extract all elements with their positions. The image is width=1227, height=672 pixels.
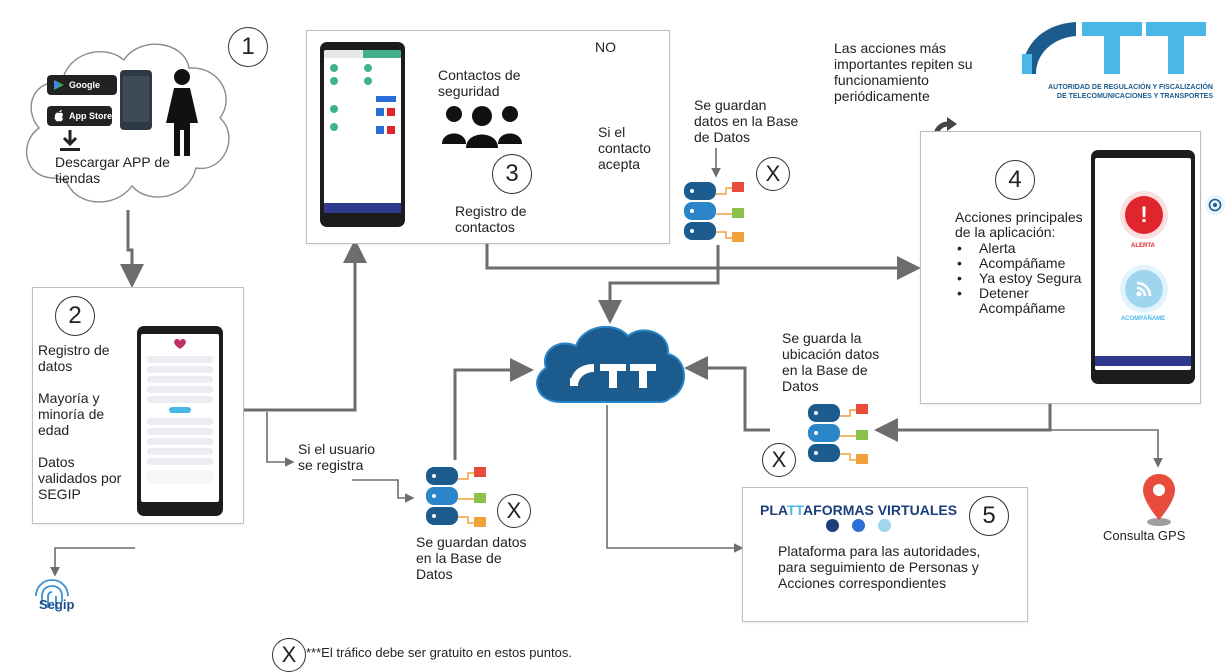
actions-phone-mockup: ! ALERTA ACOMPÁÑAME — [1091, 150, 1195, 384]
registration-phone-mockup — [137, 326, 223, 516]
step-4-title: Acciones principales de la aplicación: — [955, 209, 1083, 240]
step-5-number: 5 — [969, 496, 1009, 536]
database-icon-bottom — [426, 467, 486, 527]
contact-accepts-text: Si el contacto acepta — [598, 124, 651, 172]
platforms-title-mid: TT — [786, 502, 804, 518]
alert-exclamation-icon: ! — [1140, 202, 1148, 227]
att-cloud — [536, 326, 685, 403]
apple-icon — [54, 110, 63, 122]
free-traffic-mark-location: X — [762, 443, 796, 477]
repeat-note: Las acciones más importantes repiten su … — [834, 40, 973, 104]
contacts-register-text: Registro de contactos — [455, 203, 527, 235]
step-4-number: 4 — [995, 160, 1035, 200]
google-play-label: Google Play — [69, 80, 100, 104]
att-logo — [1022, 22, 1206, 74]
step-2-text-edad: Mayoría y minoría de edad — [38, 390, 105, 438]
signal-icon — [1136, 281, 1152, 297]
accompany-button-label: ACOMPÁÑAME — [1120, 316, 1166, 322]
gps-pin-icon — [1143, 474, 1175, 526]
side-chat-button[interactable] — [1205, 195, 1225, 215]
accompany-button[interactable] — [1125, 270, 1163, 308]
actions-screen: ! ALERTA ACOMPÁÑAME — [1095, 158, 1191, 370]
free-traffic-mark-top: X — [756, 157, 790, 191]
database-icon-location — [808, 404, 868, 464]
alert-button[interactable]: ! — [1125, 196, 1163, 234]
segip-fingerprint-icon — [35, 579, 69, 610]
group-people-icon — [442, 106, 522, 148]
chat-icon — [1208, 198, 1222, 212]
database-icon-top — [684, 182, 744, 242]
smartphone-icon — [120, 70, 152, 130]
step-3-number: 3 — [492, 154, 532, 194]
user-register-text: Si el usuario se registra — [298, 441, 376, 473]
no-label: NO — [595, 39, 616, 55]
registration-screen — [141, 334, 219, 502]
att-caption-line-2: DE TELECOMUNICACIONES Y TRANSPORTES — [1056, 93, 1213, 100]
db-note-top: Se guardan datos en la Base de Datos — [694, 97, 799, 145]
step-1-number: 1 — [228, 27, 268, 67]
footer-x-mark: X — [272, 638, 306, 672]
contacts-title: Contactos de seguridad — [438, 67, 521, 99]
action-item: Alerta — [955, 241, 1090, 257]
platforms-title: PLATTAFORMAS VIRTUALES — [760, 502, 957, 518]
download-app-text: Descargar APP de tiendas — [55, 154, 170, 186]
contacts-screen — [324, 50, 401, 213]
platforms-title-post: AFORMAS VIRTUALES — [803, 502, 958, 518]
action-item: Detener Acompáñame — [955, 286, 1090, 316]
contacts-phone-mockup — [320, 42, 405, 227]
action-item: Acompáñame — [955, 256, 1090, 272]
location-note: Se guarda la ubicación datos en la Base … — [782, 330, 880, 394]
platform-chrome-icon — [852, 519, 865, 532]
woman-icon — [166, 69, 198, 156]
google-play-badge[interactable]: Google Play — [47, 75, 117, 104]
step-4-action-list: Alerta Acompáñame Ya estoy Segura Detene… — [955, 241, 1090, 316]
gps-label: Consulta GPS — [1103, 528, 1186, 543]
step-2-text-segip: Datos validados por SEGIP — [38, 454, 122, 502]
platform-icons — [826, 519, 896, 533]
alert-button-label: ALERTA — [1131, 243, 1155, 249]
platform-web-icon — [826, 519, 839, 532]
app-store-badge[interactable]: App Store — [47, 106, 112, 126]
heart-logo-icon — [174, 338, 186, 349]
att-caption-line-1: AUTORIDAD DE REGULACIÓN Y FISCALIZACIÓN — [1048, 84, 1213, 91]
platforms-title-pre: PLA — [760, 502, 787, 518]
step-2-number: 2 — [55, 296, 95, 336]
google-play-icon — [54, 80, 64, 90]
step-2-text-registro: Registro de datos — [38, 342, 110, 374]
footer-note: ***El tráfico debe ser gratuito en estos… — [306, 645, 572, 660]
download-icon — [60, 130, 80, 151]
platforms-text: Plataforma para las autoridades, para se… — [778, 543, 981, 591]
platform-browser-icon — [878, 519, 891, 532]
db-note-bottom: Se guardan datos en la Base de Datos — [416, 534, 527, 582]
action-item: Ya estoy Segura — [955, 271, 1090, 287]
app-store-label: App Store — [69, 111, 113, 121]
segip-label: Segip — [39, 597, 75, 612]
free-traffic-mark-bottom: X — [497, 494, 531, 528]
